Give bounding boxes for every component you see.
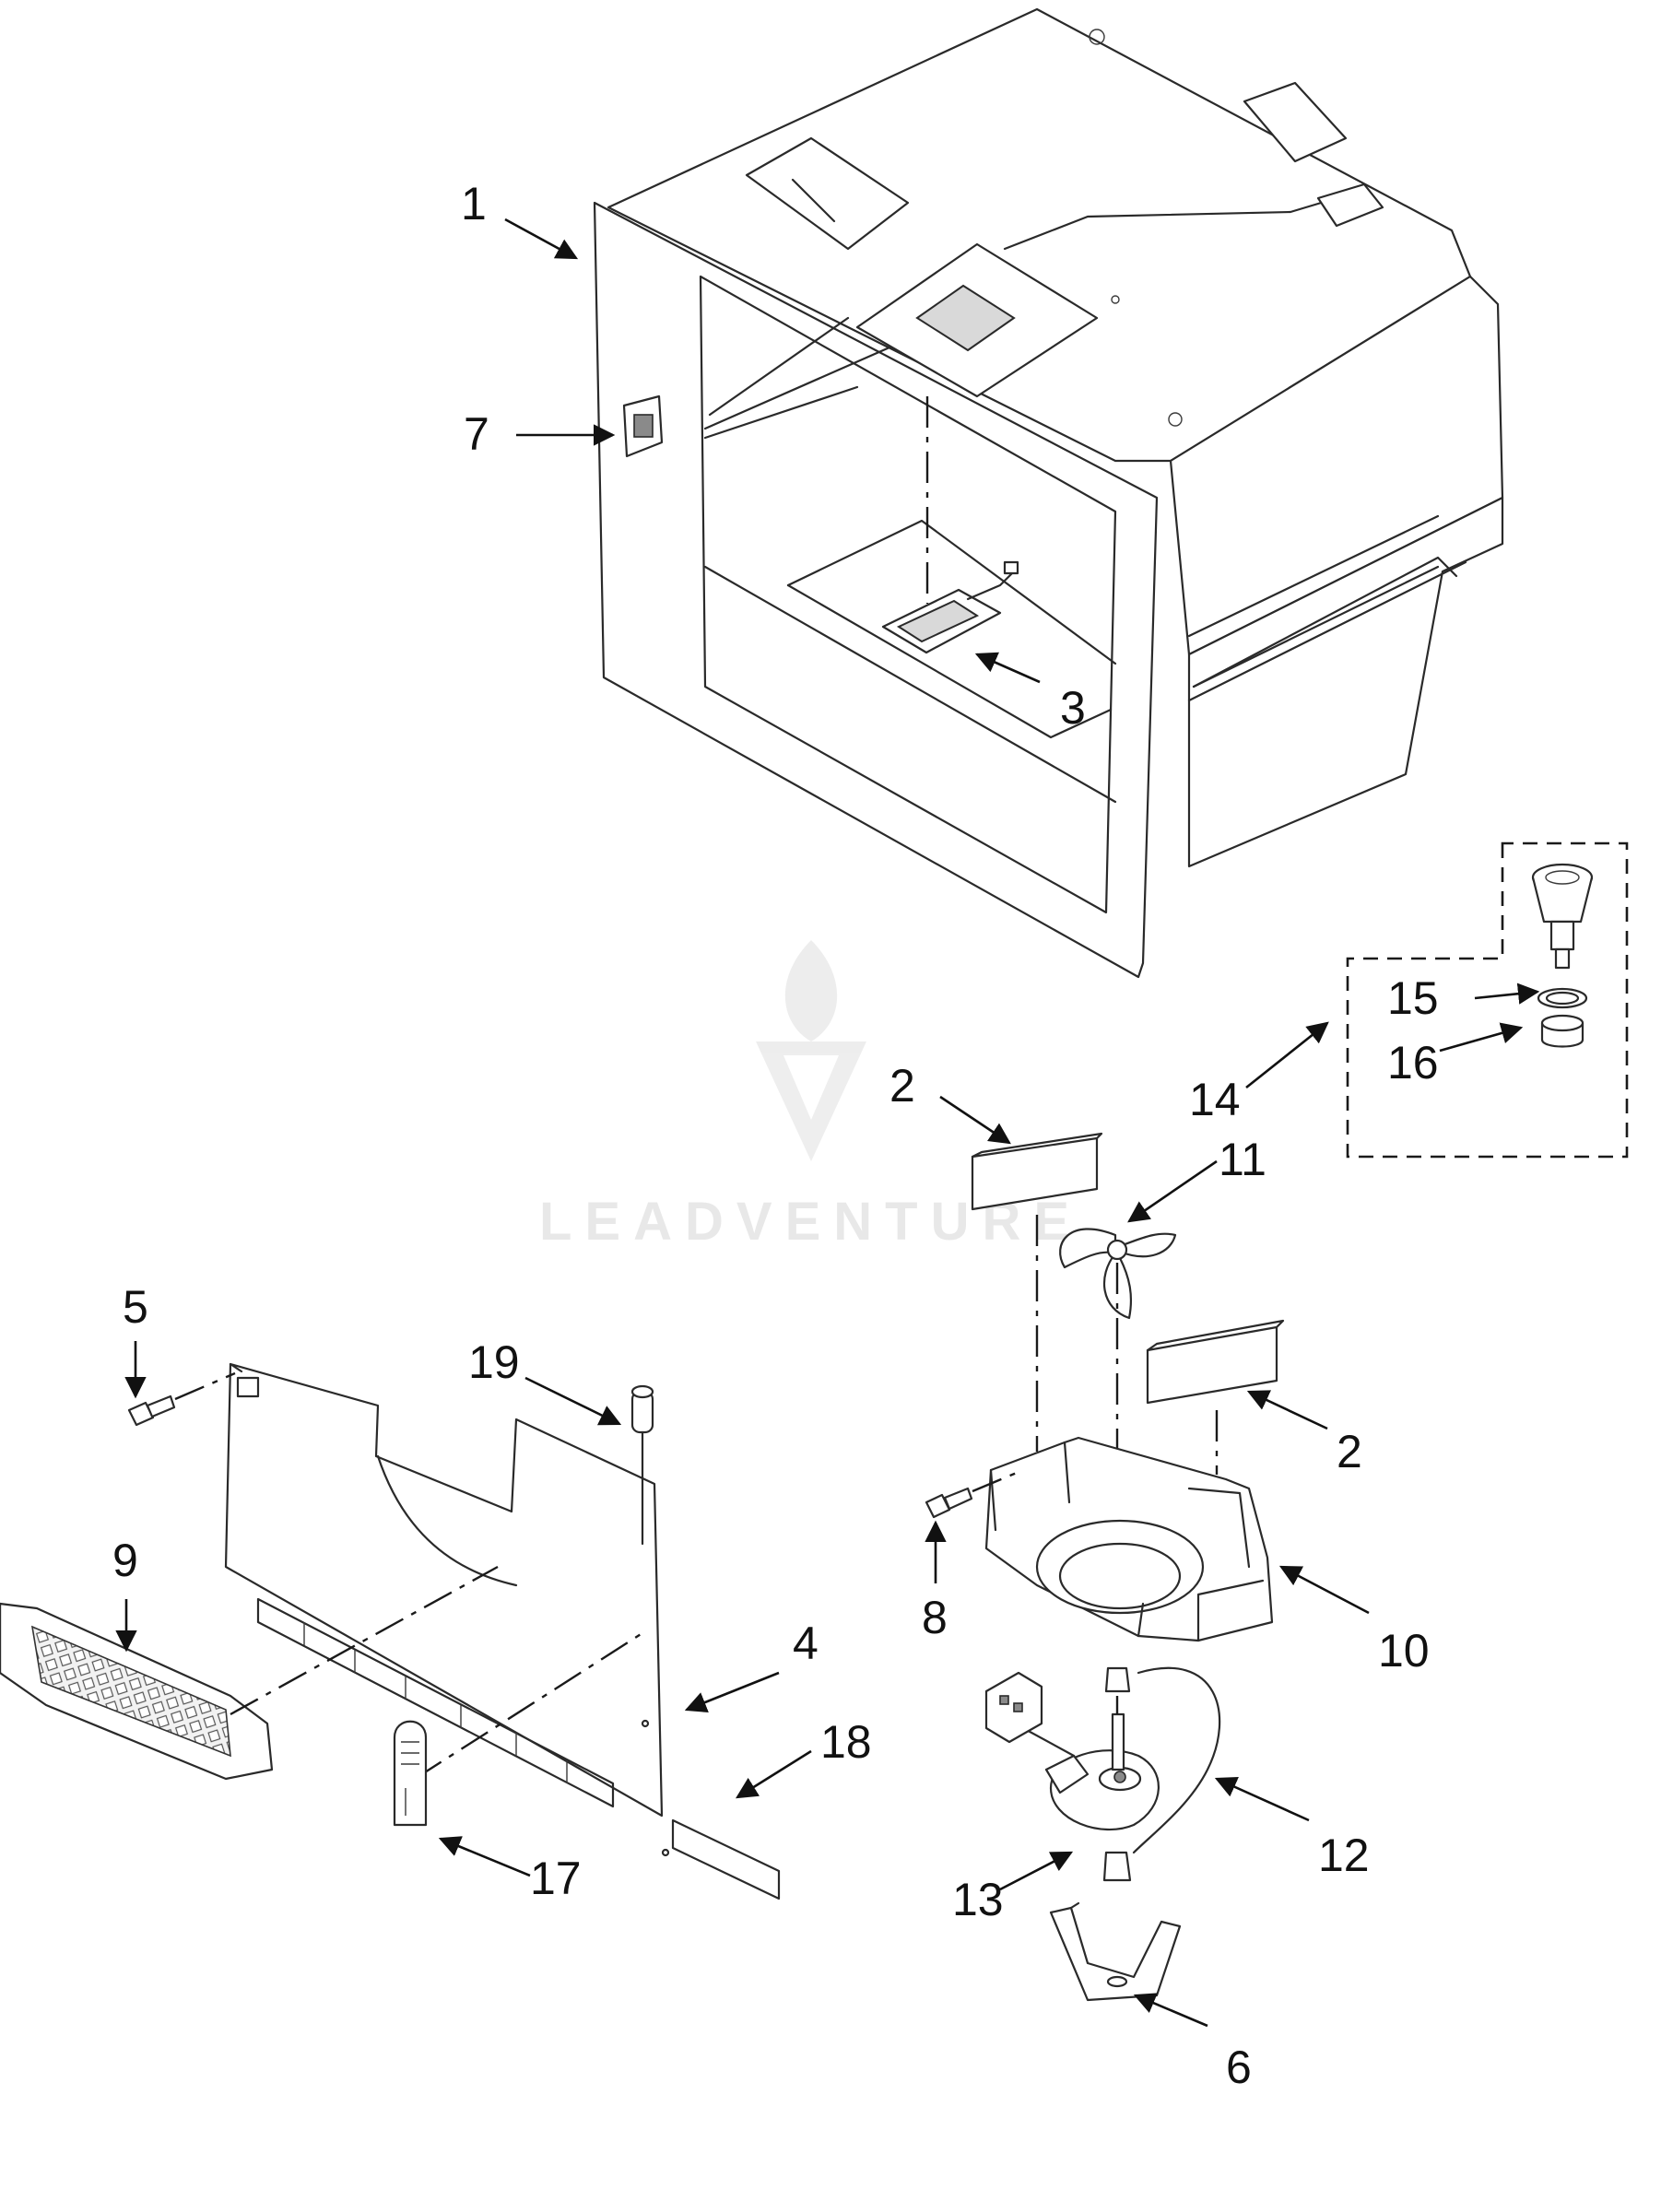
part-12-fan-motor xyxy=(984,1666,1221,1882)
part-3-module xyxy=(881,560,1019,654)
callout-4: 4 xyxy=(793,1618,819,1669)
part-17-clip xyxy=(393,1720,428,1827)
part-8-screw xyxy=(925,1468,1024,1519)
callout-15: 15 xyxy=(1387,972,1439,1024)
callout-labels: 1 7 3 2 11 14 15 16 5 19 2 9 8 10 4 18 1… xyxy=(112,178,1439,2093)
part-2-insulation-lower xyxy=(1146,1319,1285,1405)
watermark-v-logo-icon xyxy=(756,1041,866,1161)
callout-10: 10 xyxy=(1378,1625,1430,1677)
callout-8: 8 xyxy=(922,1592,948,1643)
callout-17: 17 xyxy=(530,1853,582,1904)
callout-3: 3 xyxy=(1060,682,1086,734)
callout-9: 9 xyxy=(112,1535,138,1586)
callout-13: 13 xyxy=(952,1874,1004,1925)
part-6-motor-bracket xyxy=(1049,1901,1182,2002)
callout-19: 19 xyxy=(468,1336,520,1388)
callout-2-upper: 2 xyxy=(889,1060,915,1112)
part-9-grille xyxy=(0,1565,646,1781)
part-10-fan-shroud xyxy=(984,1436,1274,1642)
callout-14: 14 xyxy=(1189,1074,1241,1125)
callout-16: 16 xyxy=(1387,1037,1439,1088)
callout-12: 12 xyxy=(1318,1830,1370,1881)
part-15-o-ring xyxy=(1537,987,1588,1009)
part-5-screw xyxy=(127,1371,236,1427)
callout-arrows xyxy=(115,218,1540,2028)
part-19-thermistor xyxy=(630,1384,654,1546)
callout-18: 18 xyxy=(820,1716,872,1768)
part-2-insulation-upper xyxy=(971,1132,1103,1211)
part-1-freezer-liner xyxy=(593,7,1504,979)
callout-5: 5 xyxy=(123,1281,148,1333)
callout-2-lower: 2 xyxy=(1337,1426,1362,1477)
callout-7: 7 xyxy=(464,408,489,460)
part-18-strip xyxy=(671,1818,781,1900)
part-16-cap xyxy=(1540,1014,1584,1048)
part-7-door-switch xyxy=(622,394,664,458)
callout-6: 6 xyxy=(1226,2041,1252,2093)
callout-11: 11 xyxy=(1219,1134,1266,1185)
callout-1: 1 xyxy=(461,178,487,229)
part-4-evaporator-cover xyxy=(224,1362,670,1857)
watermark-flame-icon xyxy=(784,940,838,1041)
kit-14-box xyxy=(1346,841,1629,1159)
part-14-damper-assembly xyxy=(1531,863,1594,970)
